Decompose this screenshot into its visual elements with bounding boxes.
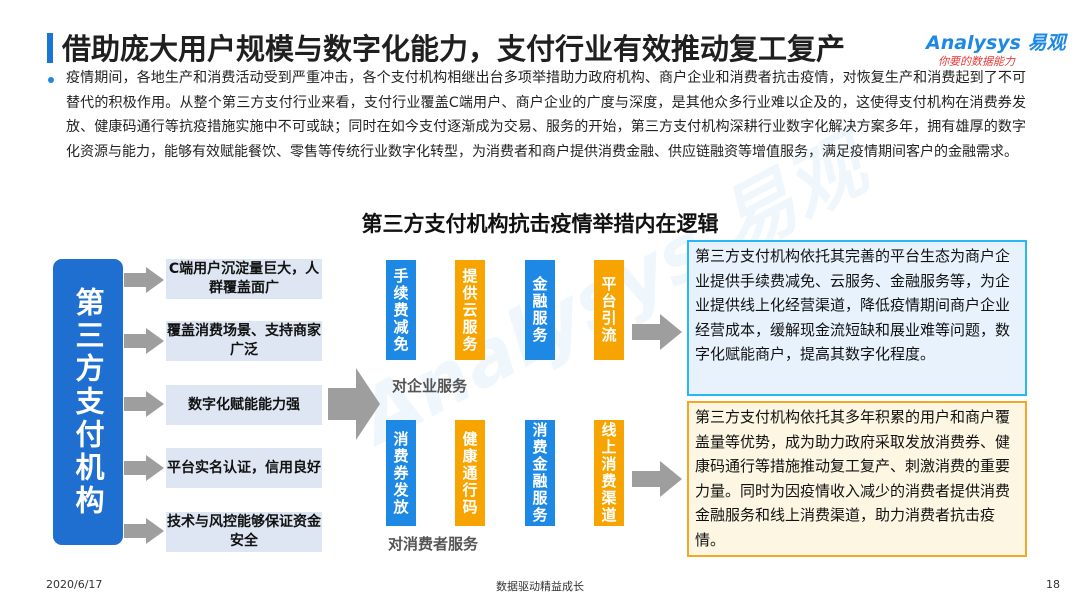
arrow-icon	[124, 267, 164, 293]
logo-tagline: 你要的数据能力	[938, 55, 1015, 68]
service-box-enterprise: 平台引流	[594, 260, 624, 360]
page-number: 18	[1046, 578, 1060, 591]
diagram-title: 第三方支付机构抗击疫情举措内在逻辑	[361, 212, 719, 236]
arrow-icon	[632, 461, 682, 497]
enterprise-result-box: 第三方支付机构依托其完善的平台生态为商户企业提供手续费减免、云服务、金融服务等，…	[687, 240, 1027, 396]
service-box-enterprise: 金融服务	[525, 260, 555, 360]
service-box-consumer: 消费金融服务	[525, 420, 555, 526]
feature-box: 数字化赋能能力强	[166, 385, 322, 425]
arrow-icon	[124, 455, 164, 481]
arrow-icon	[124, 391, 164, 417]
service-box-enterprise: 手续费减免	[386, 260, 416, 360]
footer-slogan: 数据驱动精益成长	[496, 580, 584, 593]
logo-brand: Analysys 易观	[926, 32, 1066, 54]
feature-box: 技术与风控能够保证资金安全	[166, 512, 322, 552]
intro-paragraph: 疫情期间，各地生产和消费活动受到严重冲击，各个支付机构相继出台多项举措助力政府机…	[66, 70, 1026, 160]
consumer-group-label: 对消费者服务	[388, 535, 479, 553]
consumer-result-box: 第三方支付机构依托其多年积累的用户和商户覆盖量等优势，成为助力政府采取发放消费券…	[687, 401, 1027, 557]
page-title: 借助庞大用户规模与数字化能力，支付行业有效推动复工复产	[62, 32, 846, 66]
feature-box: 平台实名认证，信用良好	[166, 448, 322, 488]
service-box-consumer: 消费券发放	[386, 420, 416, 526]
feature-box: 覆盖消费场景、支持商家广泛	[166, 321, 322, 361]
feature-box: C端用户沉淀量巨大，人群覆盖面广	[166, 259, 322, 299]
arrow-icon	[632, 314, 682, 350]
service-box-enterprise: 提供云服务	[455, 260, 485, 360]
arrow-icon	[124, 328, 164, 354]
service-box-consumer: 线上消费渠道	[594, 420, 624, 526]
brand-logo: Analysys 易观 你要的数据能力	[926, 28, 1066, 72]
bullet-dot	[48, 77, 54, 83]
title-accent-bar	[47, 33, 53, 63]
enterprise-group-label: 对企业服务	[392, 377, 468, 395]
service-box-consumer: 健康通行码	[455, 420, 485, 526]
arrow-icon	[124, 518, 164, 544]
footer-date: 2020/6/17	[46, 578, 103, 591]
large-arrow-icon	[328, 368, 380, 440]
left-entity-box: 第三方支付机构	[53, 259, 123, 545]
